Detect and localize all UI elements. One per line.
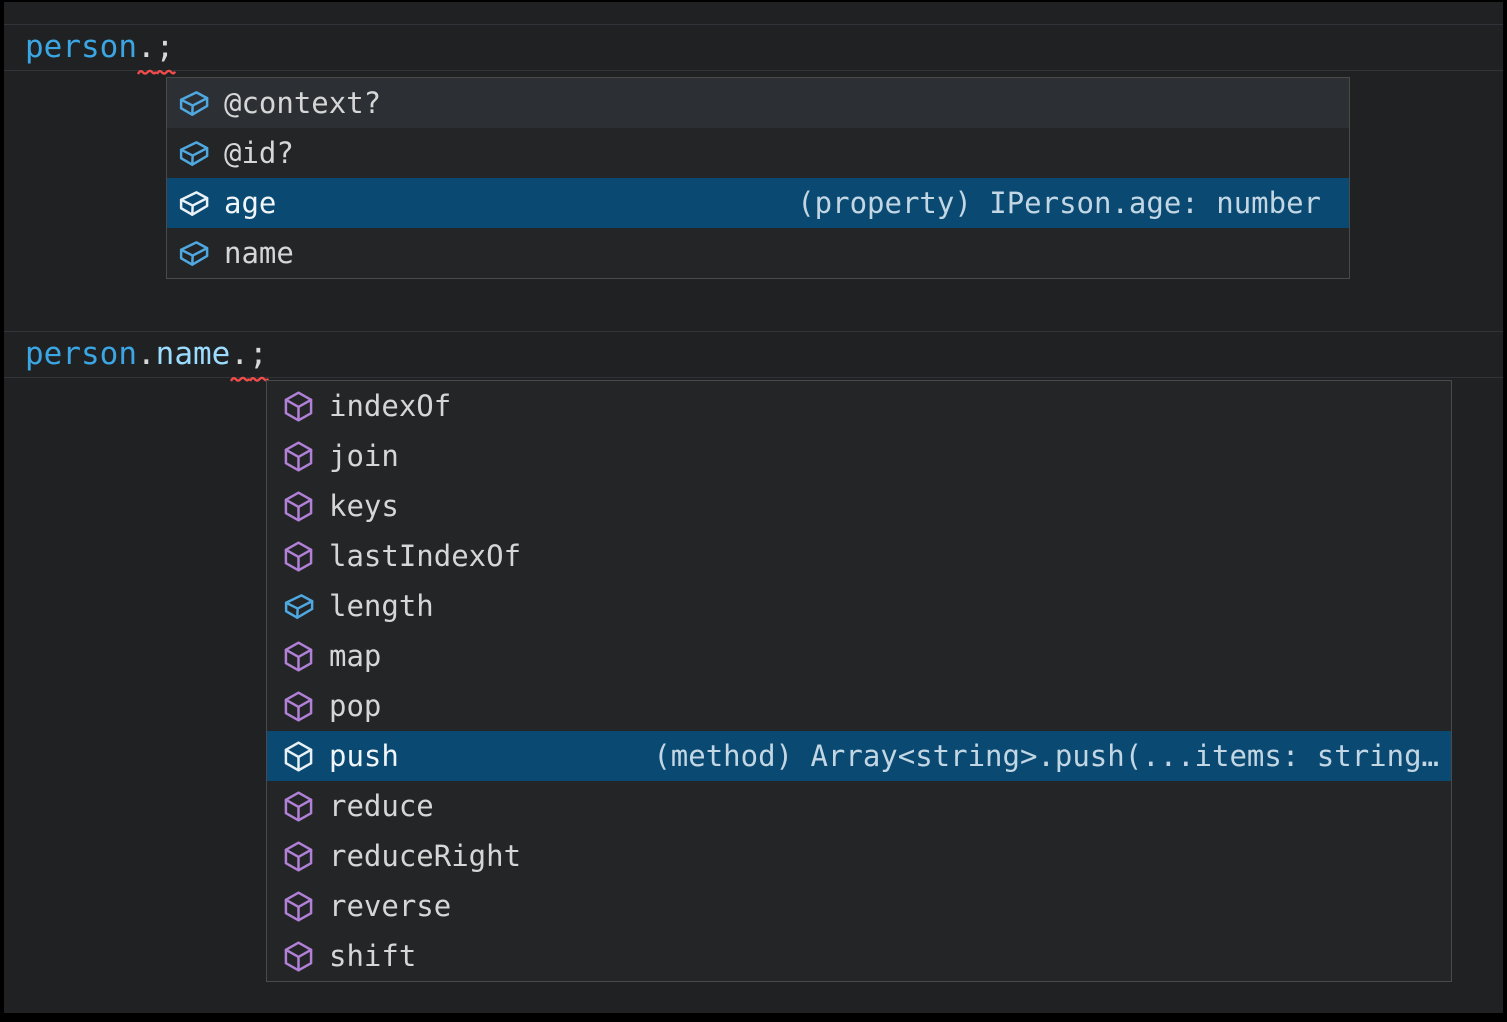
symbol-field-icon: [179, 90, 209, 116]
suggest-item-detail: (method) Array<string>.push(...items: st…: [653, 739, 1439, 773]
suggest-item-push[interactable]: push (method) Array<string>.push(...item…: [267, 731, 1451, 781]
code-token-dot: .: [136, 336, 156, 372]
symbol-method-icon: [284, 690, 313, 722]
error-squiggle-icon: [136, 69, 157, 75]
suggest-item-label: reduceRight: [329, 839, 522, 873]
suggest-item-label: length: [329, 589, 434, 623]
suggest-item-age[interactable]: age (property) IPerson.age: number: [167, 178, 1349, 228]
suggest-item-map[interactable]: map: [267, 631, 1451, 681]
suggest-item-label: @id?: [224, 136, 294, 170]
autocomplete-popup-person-name: indexOf join keys: [266, 380, 1452, 982]
code-token-semicolon: ;: [155, 25, 176, 75]
symbol-field-icon: [179, 240, 209, 266]
suggest-item-shift[interactable]: shift: [267, 931, 1451, 981]
suggest-item-label: push: [329, 739, 399, 773]
error-squiggle-icon: [155, 69, 176, 75]
symbol-method-icon: [284, 540, 313, 572]
suggest-item-label: reduce: [329, 789, 434, 823]
suggest-item-lastIndexOf[interactable]: lastIndexOf: [267, 531, 1451, 581]
symbol-field-icon: [284, 593, 314, 619]
suggest-item-keys[interactable]: keys: [267, 481, 1451, 531]
suggest-item-detail: (property) IPerson.age: number: [797, 186, 1321, 220]
suggest-item-label: pop: [329, 689, 382, 723]
code-token-variable: person: [25, 29, 137, 65]
code-token-variable: person: [25, 336, 137, 372]
suggest-item-reduceRight[interactable]: reduceRight: [267, 831, 1451, 881]
suggest-item-label: @context?: [224, 86, 382, 120]
suggest-item-label: age: [224, 186, 277, 220]
suggest-item-label: shift: [329, 939, 417, 973]
suggest-item-label: lastIndexOf: [329, 539, 522, 573]
suggest-item-join[interactable]: join: [267, 431, 1451, 481]
suggest-item-label: keys: [329, 489, 399, 523]
symbol-method-icon: [284, 890, 313, 922]
error-squiggle-icon: [248, 376, 269, 382]
suggest-item-label: reverse: [329, 889, 452, 923]
suggest-item-reverse[interactable]: reverse: [267, 881, 1451, 931]
symbol-method-icon: [284, 440, 313, 472]
suggest-item-label: map: [329, 639, 382, 673]
autocomplete-popup-person: @context? @id? age (property) IPerson.ag…: [166, 77, 1350, 279]
code-token-semicolon: ;: [248, 332, 269, 382]
code-token-dot: .: [136, 25, 157, 75]
symbol-method-icon: [284, 640, 313, 672]
code-line-1[interactable]: person.;: [4, 24, 1503, 75]
suggest-item-indexOf[interactable]: indexOf: [267, 381, 1451, 431]
error-squiggle-icon: [230, 376, 251, 382]
code-token-property: name: [155, 336, 231, 372]
symbol-field-icon: [179, 140, 209, 166]
symbol-method-icon: [284, 490, 313, 522]
suggest-item-name[interactable]: name: [167, 228, 1349, 278]
symbol-method-icon: [284, 790, 313, 822]
suggest-item-length[interactable]: length: [267, 581, 1451, 631]
suggest-item-reduce[interactable]: reduce: [267, 781, 1451, 831]
suggest-item-id[interactable]: @id?: [167, 128, 1349, 178]
suggest-item-label: indexOf: [329, 389, 452, 423]
code-token-dot: .: [230, 332, 251, 382]
symbol-method-icon: [284, 840, 313, 872]
symbol-method-icon: [284, 390, 313, 422]
symbol-method-icon: [284, 940, 313, 972]
symbol-field-icon: [179, 190, 209, 216]
symbol-method-icon: [284, 740, 313, 772]
suggest-item-pop[interactable]: pop: [267, 681, 1451, 731]
suggest-item-label: join: [329, 439, 399, 473]
suggest-item-context[interactable]: @context?: [167, 78, 1349, 128]
code-line-2[interactable]: person.name.;: [4, 331, 1503, 382]
suggest-item-label: name: [224, 236, 294, 270]
